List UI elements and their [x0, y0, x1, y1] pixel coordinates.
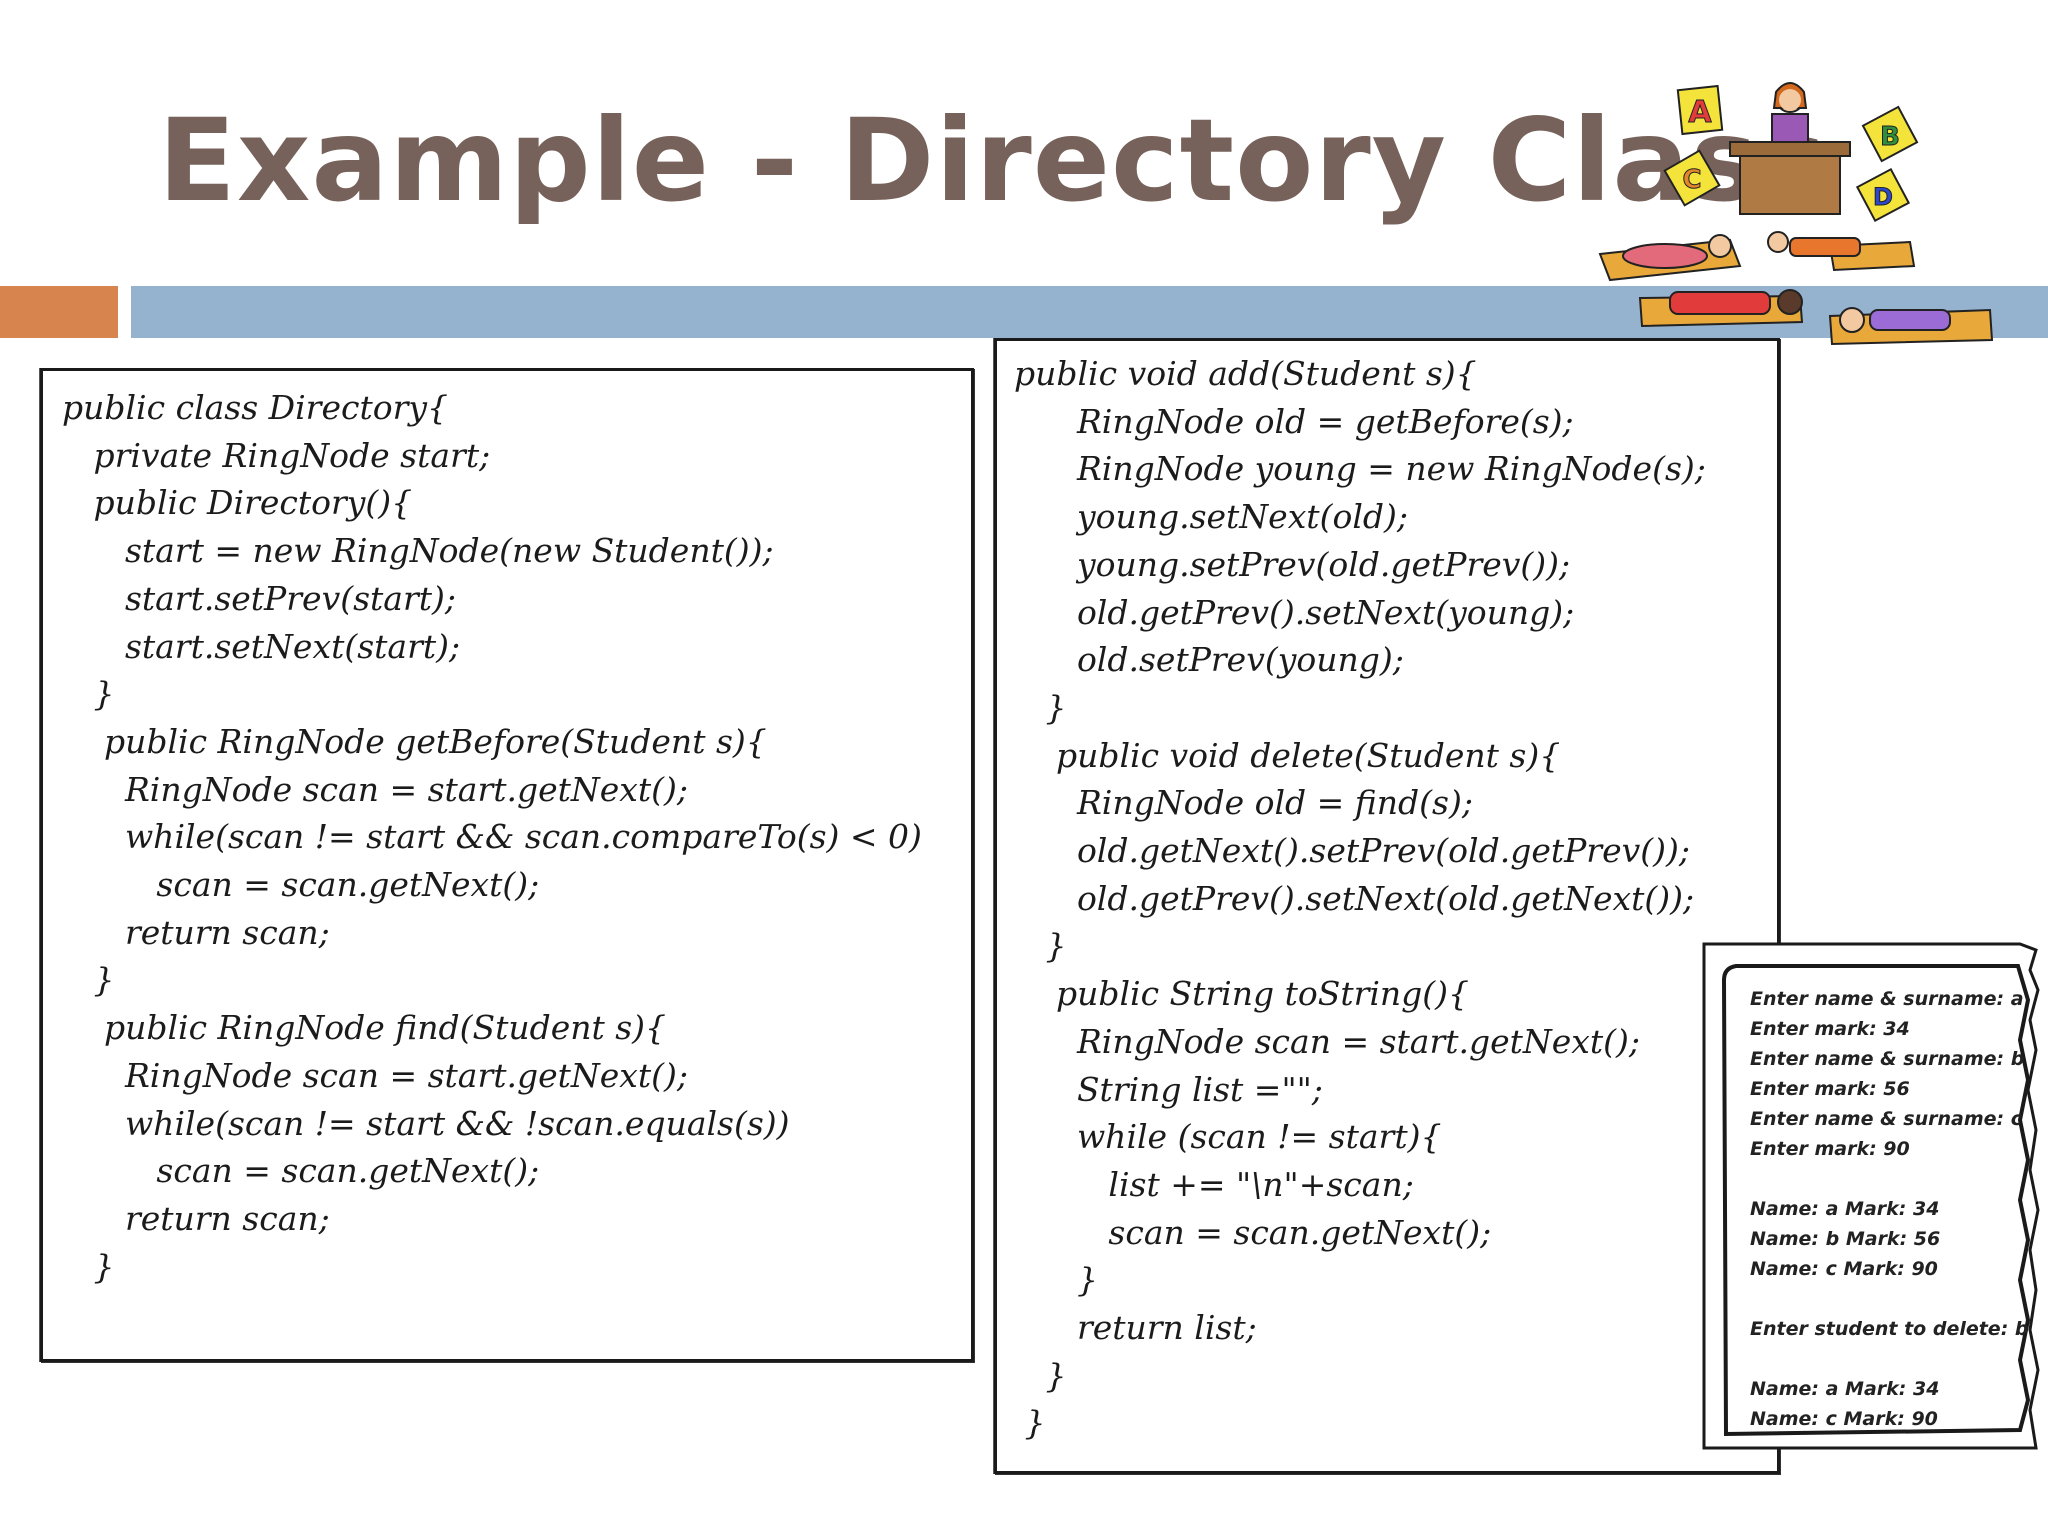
classroom-illustration: A B C D	[1598, 82, 1994, 346]
code-line: while(scan != start && scan.compareTo(s)…	[62, 817, 922, 857]
code-line: RingNode young = new RingNode(s);	[1014, 449, 1706, 489]
console-line: Enter name & surname: c	[1750, 1108, 2023, 1130]
code-line: RingNode scan = start.getNext();	[62, 769, 689, 809]
slide-title: Example - Directory Class	[158, 94, 1829, 227]
code-line: RingNode scan = start.getNext();	[1014, 1021, 1641, 1061]
teacher-desk	[1729, 141, 1851, 215]
code-line: }	[1014, 1403, 1046, 1443]
code-line: }	[62, 960, 115, 1000]
code-line: old.getPrev().setNext(old.getNext());	[1014, 878, 1695, 918]
console-line: Name: b Mark: 56	[1750, 1228, 1941, 1250]
console-line	[1750, 1344, 2029, 1374]
code-panel-right	[994, 338, 1780, 1474]
code-line: private RingNode start;	[62, 435, 491, 475]
code-line: while(scan != start && !scan.equals(s))	[62, 1103, 790, 1143]
code-line: }	[1014, 1260, 1098, 1300]
teacher-figure	[1771, 82, 1809, 143]
letter-block-a: A	[1676, 84, 1724, 136]
code-line: young.setPrev(old.getPrev());	[1014, 544, 1571, 584]
console-line: Name: c Mark: 90	[1750, 1408, 1938, 1430]
svg-text:D: D	[1873, 183, 1893, 211]
console-line: Name: a Mark: 34	[1750, 1378, 1940, 1400]
svg-text:A: A	[1688, 95, 1712, 130]
code-line: return list;	[1014, 1308, 1257, 1348]
code-panel-left	[40, 368, 974, 1362]
code-directory-constructor-and-search: public class Directory{ private RingNode…	[62, 384, 922, 1290]
code-line: old.setPrev(young);	[1014, 640, 1404, 680]
code-line: public RingNode getBefore(Student s){	[62, 721, 767, 761]
letter-block-c: C	[1663, 149, 1721, 207]
code-line: scan = scan.getNext();	[62, 865, 540, 905]
code-line: }	[1014, 1355, 1067, 1395]
console-line: Enter name & surname: b	[1750, 1048, 2025, 1070]
console-line: Enter student to delete: b	[1750, 1318, 2029, 1340]
code-line: public RingNode find(Student s){	[62, 1008, 667, 1048]
code-line: }	[1014, 687, 1067, 727]
code-line: public class Directory{	[62, 388, 448, 427]
console-line: Enter mark: 90	[1750, 1138, 1910, 1160]
code-line: list += "\n"+scan;	[1014, 1164, 1414, 1204]
code-line: start.setNext(start);	[62, 626, 461, 666]
code-line: old.getPrev().setNext(young);	[1014, 592, 1575, 632]
console-line	[1750, 1284, 2029, 1314]
console-line: Enter mark: 34	[1750, 1018, 1910, 1040]
code-line: return scan;	[62, 912, 330, 952]
code-line: }	[62, 674, 115, 714]
letter-block-d: D	[1855, 167, 1911, 223]
console-line: Enter name & surname: a	[1750, 988, 2024, 1010]
title-accent-bar-orange	[0, 286, 118, 338]
code-line: RingNode old = find(s);	[1014, 783, 1473, 823]
code-line: start = new RingNode(new Student());	[62, 531, 774, 571]
code-line: return scan;	[62, 1198, 330, 1238]
code-line: scan = scan.getNext();	[1014, 1212, 1492, 1252]
console-line: Name: c Mark: 90	[1750, 1258, 1938, 1280]
code-line: while (scan != start){	[1014, 1117, 1442, 1157]
code-line: start.setPrev(start);	[62, 578, 456, 618]
svg-text:C: C	[1682, 165, 1701, 195]
console-line	[1750, 1164, 2029, 1194]
code-line: public Directory(){	[62, 483, 413, 523]
code-line: RingNode scan = start.getNext();	[62, 1055, 689, 1095]
letter-block-b: B	[1861, 105, 1919, 163]
code-line: }	[1014, 926, 1067, 966]
console-line: Enter mark: 56	[1750, 1078, 1910, 1100]
code-line: public String toString(){	[1014, 974, 1470, 1014]
code-line: public void add(Student s){	[1014, 354, 1477, 393]
console-line: Name: a Mark: 34	[1750, 1198, 1940, 1220]
code-line: public void delete(Student s){	[1014, 735, 1561, 775]
code-add-delete-tostring: public void add(Student s){ RingNode old…	[1014, 350, 1706, 1447]
console-output-sheet	[1702, 942, 2040, 1450]
napping-children	[1598, 231, 1994, 346]
code-line: scan = scan.getNext();	[62, 1151, 540, 1191]
code-line: young.setNext(old);	[1014, 497, 1408, 537]
code-line: String list ="";	[1014, 1069, 1323, 1109]
code-line: }	[62, 1246, 115, 1286]
console-output-text: Enter name & surname: a Enter mark: 34 Ent…	[1750, 984, 2029, 1434]
code-line: RingNode old = getBefore(s);	[1014, 401, 1574, 441]
svg-text:B: B	[1880, 122, 1900, 152]
code-line: old.getNext().setPrev(old.getPrev());	[1014, 831, 1691, 871]
